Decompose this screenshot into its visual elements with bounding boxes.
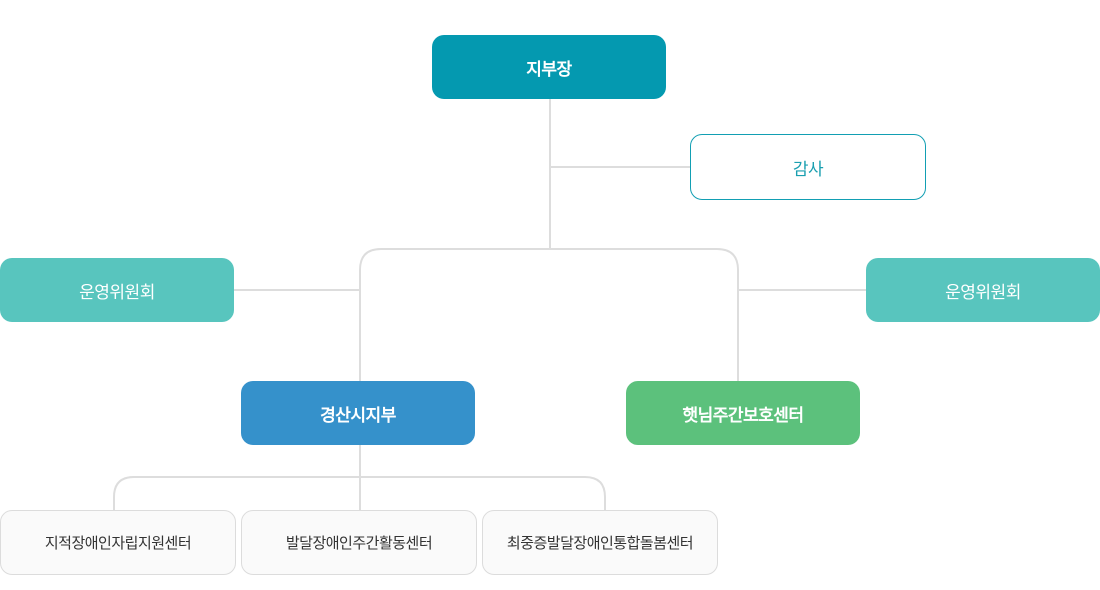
audit-label: 감사 (792, 159, 824, 180)
committee-left-box: 운영위원회 (0, 258, 234, 322)
sub-center-3-box: 최중증발달장애인통합돌봄센터 (482, 510, 718, 575)
sub-center-1-label: 지적장애인자립지원센터 (44, 534, 192, 552)
committee-right-label: 운영위원회 (945, 282, 1021, 303)
audit-box: 감사 (690, 134, 926, 200)
director-label: 지부장 (526, 59, 572, 80)
branch-box: 경산시지부 (241, 381, 475, 445)
sub-center-1-box: 지적장애인자립지원센터 (0, 510, 236, 575)
sub-bracket-line (113, 476, 606, 510)
director-box: 지부장 (432, 35, 666, 99)
committee-right-box: 운영위원회 (866, 258, 1100, 322)
sub-center-2-label: 발달장애인주간활동센터 (285, 534, 433, 552)
committee-left-label: 운영위원회 (79, 282, 155, 303)
center-box: 햇님주간보호센터 (626, 381, 860, 445)
branch-bracket-line (359, 248, 739, 381)
sub-center-2-box: 발달장애인주간활동센터 (241, 510, 477, 575)
branch-label: 경산시지부 (320, 405, 396, 426)
sub-center-3-label: 최중증발달장애인통합돌봄센터 (506, 534, 694, 552)
center-label: 햇님주간보호센터 (682, 405, 804, 426)
